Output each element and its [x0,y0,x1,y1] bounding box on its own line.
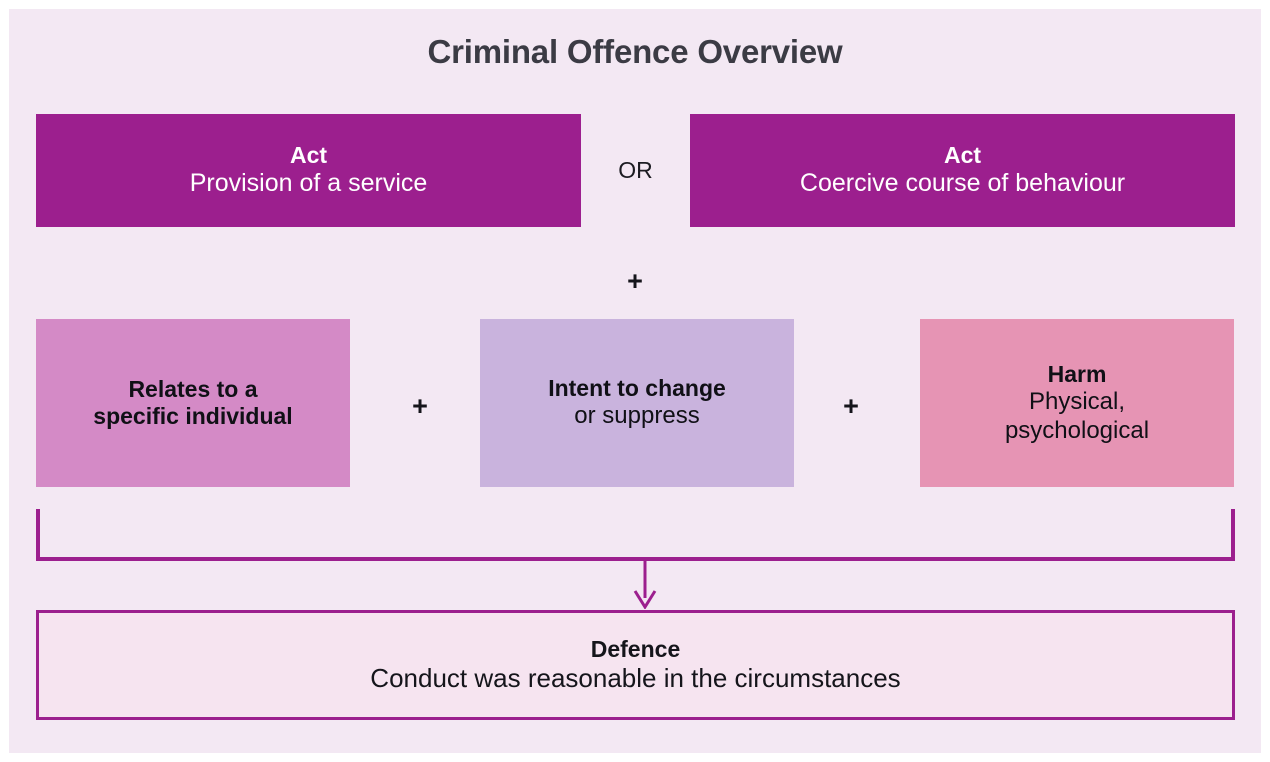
element-1-heading-line-2: specific individual [93,403,293,429]
or-connector-label: OR [618,157,653,183]
element-3-heading: Harm [1047,361,1107,388]
act-box-provision-of-a-service: Act Provision of a service [36,114,581,227]
plus-icon-separator-2: + [843,390,859,421]
plus-icon-separator-1: + [412,390,428,421]
plus-icon-row-connector: + [627,265,643,296]
page-title: Criminal Offence Overview [427,33,843,70]
down-arrow-icon [633,557,657,609]
defence-detail: Conduct was reasonable in the circumstan… [370,663,901,694]
element-2-heading: Intent to change [548,375,726,402]
defence-box: Defence Conduct was reasonable in the ci… [36,610,1235,720]
diagram-panel: Criminal Offence Overview Act Provision … [9,9,1261,753]
act-box-coercive-course-of-behaviour: Act Coercive course of behaviour [690,114,1235,227]
element-2-detail: or suppress [574,402,700,430]
element-3-detail-line-1: Physical, [1028,388,1126,416]
bracket-connector [36,509,1235,561]
element-1-heading-line-1: Relates to a [128,375,258,402]
element-3-detail-line-2: psychological [1004,416,1150,444]
element-box-intent-to-change: Intent to change or suppress [480,319,794,487]
element-box-harm: Harm Physical, psychological [920,319,1234,487]
act-left-heading: Act [289,142,328,169]
defence-heading: Defence [590,636,681,663]
element-box-relates-to-specific-individual: Relates to a specific individual [36,319,350,487]
act-right-heading: Act [943,142,982,169]
act-left-detail: Provision of a service [189,169,428,198]
act-right-detail: Coercive course of behaviour [799,169,1126,198]
